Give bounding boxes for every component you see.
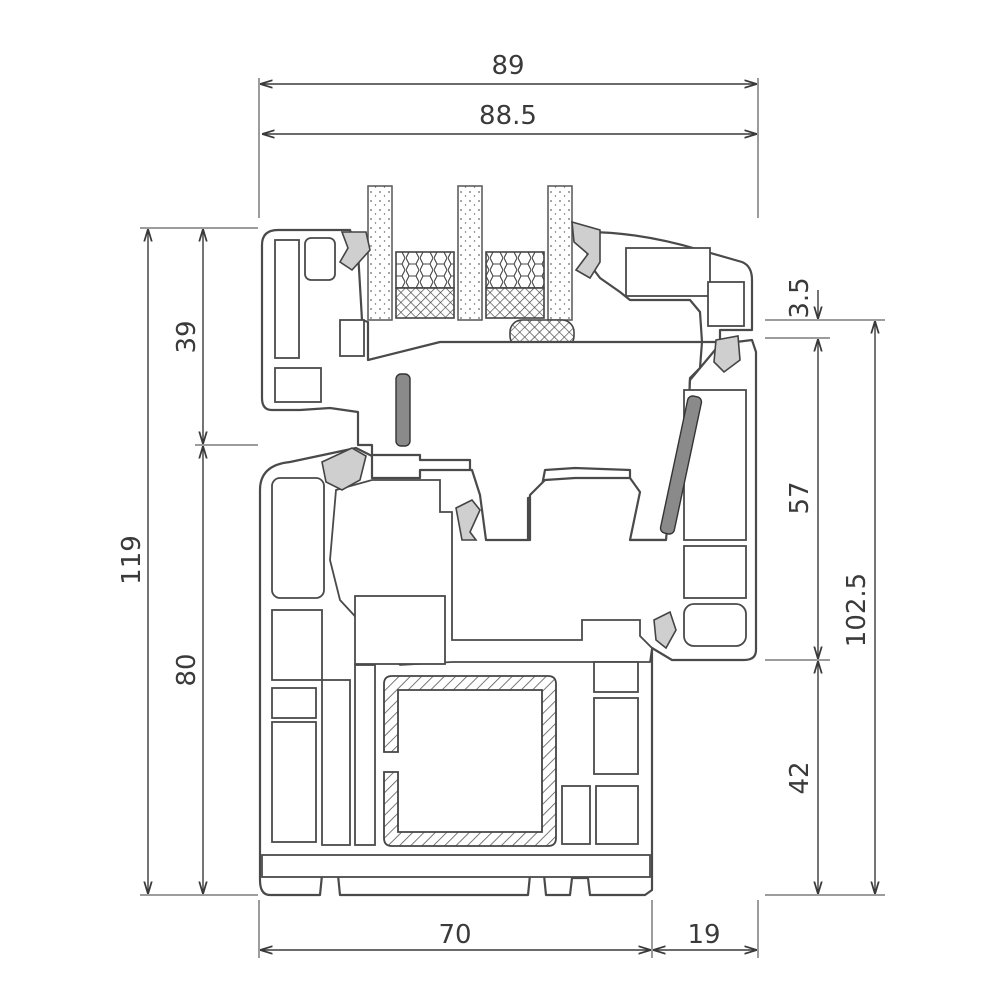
frame-profile (258, 335, 758, 897)
frame-chamber-g (593, 661, 639, 693)
sealant-right (485, 287, 545, 319)
dim-label-102-5: 102.5 (842, 573, 872, 647)
frame-chamber-e (354, 595, 446, 665)
dim-label-70: 70 (438, 920, 471, 950)
sash-chamber-6 (339, 319, 365, 357)
dimension-lines (140, 78, 885, 958)
spacer-bar-right (485, 251, 545, 289)
dim-label-57: 57 (785, 481, 815, 514)
frame-chamber-right-mid (683, 545, 747, 599)
frame-chamber-c (271, 721, 317, 843)
frame-chamber-right-bottom (683, 603, 747, 647)
dim-label-39: 39 (172, 320, 202, 353)
inner-frame-gasket (653, 610, 677, 650)
glazing-unit (367, 185, 575, 349)
dim-label-80: 80 (172, 653, 202, 686)
dimension-labels: 89 88.5 70 19 119 39 80 3.5 57 102.5 42 (117, 51, 872, 950)
centre-seal-gasket (455, 498, 481, 541)
frame-chamber-left (271, 477, 325, 599)
sash-chamber-4 (625, 247, 711, 297)
frame-chamber-h (593, 697, 639, 775)
screw-vertical (395, 373, 411, 447)
outer-glazing-gasket (338, 231, 371, 272)
sash-chamber-2 (304, 237, 336, 281)
sash-chamber-3 (274, 367, 322, 403)
frame-base-chamber (261, 854, 651, 878)
sash-chamber-5 (707, 281, 745, 327)
fixing-screws (395, 373, 703, 535)
dim-label-119: 119 (117, 535, 147, 585)
frame-chamber-f (354, 664, 376, 846)
inner-glazing-bead-gasket (571, 220, 601, 280)
frame-chamber-a (271, 609, 323, 681)
glass-pane-middle (457, 185, 483, 321)
sash-rebate-gasket (713, 335, 741, 374)
frame-chamber-b (271, 687, 317, 719)
frame-chamber-j (595, 785, 639, 845)
glass-pane-outer (367, 185, 393, 321)
dim-label-42: 42 (785, 761, 815, 794)
steel-reinforcement (383, 675, 557, 847)
frame-chamber-i (561, 785, 591, 845)
screw-diagonal (659, 395, 703, 535)
glass-pane-inner (547, 185, 573, 321)
dim-label-19: 19 (687, 920, 720, 950)
dim-label-3-5: 3.5 (785, 277, 815, 318)
dim-label-89: 89 (491, 51, 524, 81)
sash-profile (260, 220, 754, 547)
sealant-left (395, 287, 455, 319)
frame-chamber-d (321, 679, 351, 846)
spacer-bar-left (395, 251, 455, 289)
dim-label-88-5: 88.5 (479, 101, 537, 131)
frame-stop-gasket (321, 447, 367, 491)
sash-chamber-1 (274, 239, 300, 359)
